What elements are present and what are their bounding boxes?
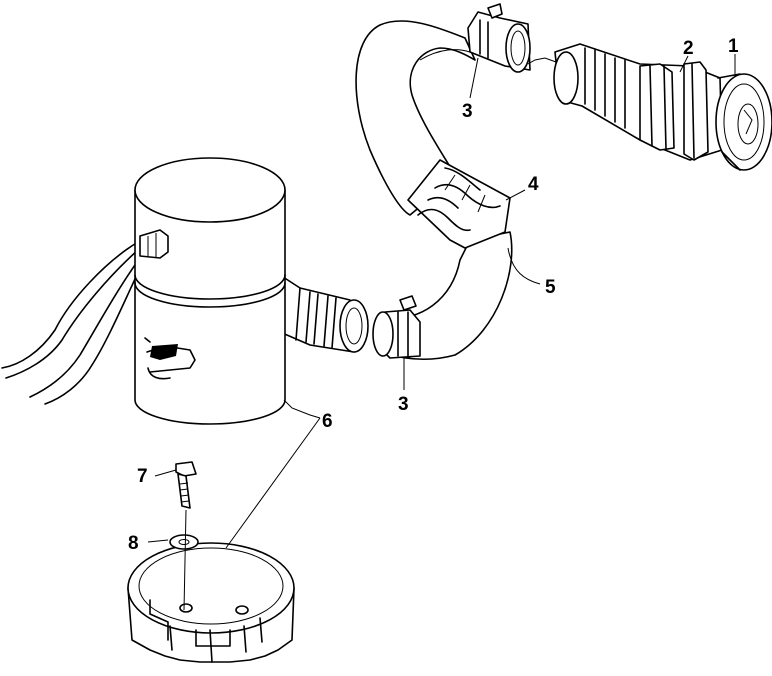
callout-7: 7 bbox=[137, 466, 148, 487]
callout-8: 8 bbox=[128, 533, 139, 554]
callout-4: 4 bbox=[528, 174, 539, 195]
pump-base bbox=[127, 542, 295, 663]
callout-labels: 1 2 3 4 5 3 6 7 8 bbox=[128, 36, 739, 554]
callout-3-upper: 3 bbox=[462, 101, 473, 122]
hose-clamp-lower bbox=[372, 295, 421, 359]
washer bbox=[169, 534, 199, 550]
thru-hull-fitting bbox=[553, 43, 772, 171]
bilge-pump-body bbox=[134, 157, 286, 425]
hose-clamp-upper bbox=[467, 3, 531, 73]
callout-2: 2 bbox=[683, 38, 694, 59]
callout-6: 6 bbox=[322, 411, 333, 432]
pump-outlet-nozzle bbox=[279, 274, 369, 353]
callout-5: 5 bbox=[545, 277, 556, 298]
callout-3-lower: 3 bbox=[398, 394, 409, 415]
hose-sleeve bbox=[407, 159, 511, 249]
callout-1: 1 bbox=[728, 36, 739, 57]
pump-wires bbox=[1, 241, 143, 405]
leader-lines bbox=[147, 54, 736, 611]
screw bbox=[175, 461, 197, 509]
